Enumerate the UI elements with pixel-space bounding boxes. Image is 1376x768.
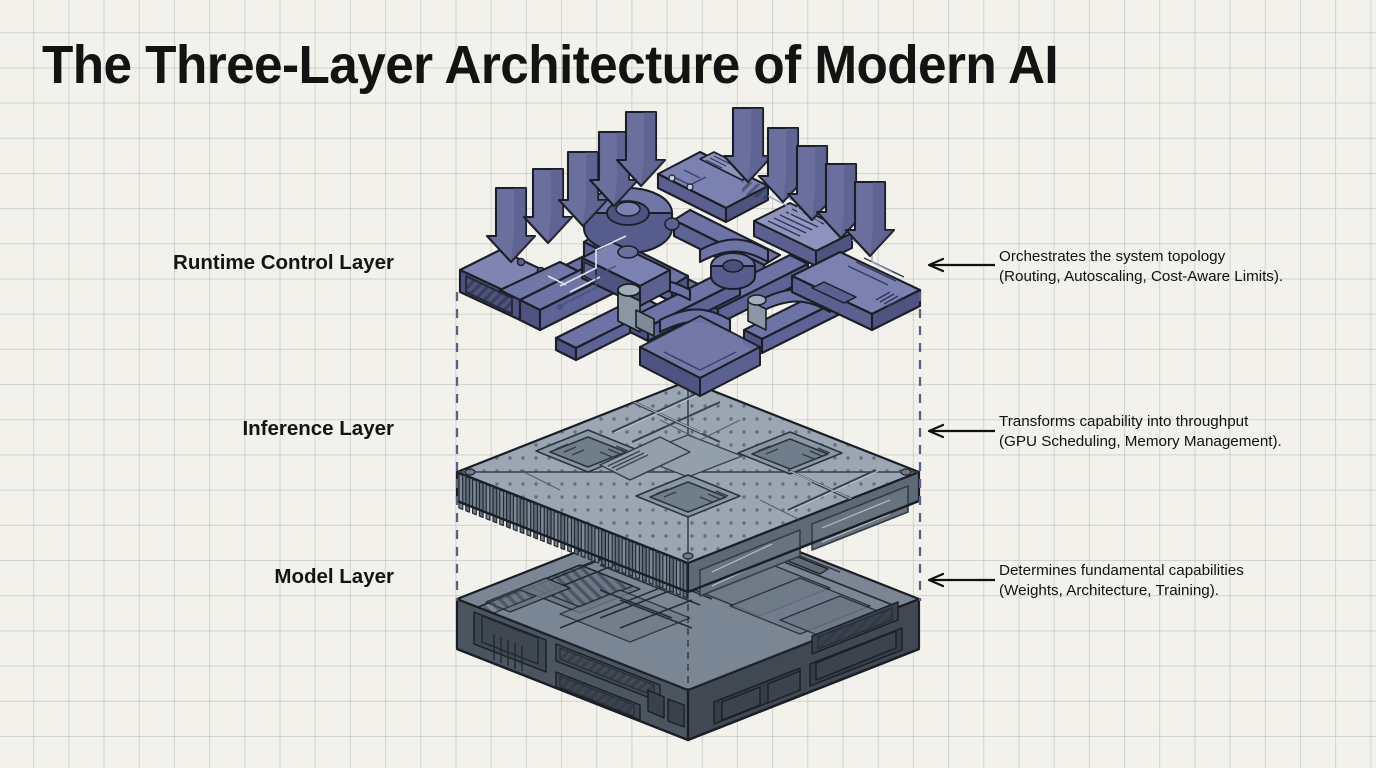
heatsink-fin [471,478,477,516]
heatsink-fin [539,505,545,543]
annotation-runtime-line2: (Routing, Autoscaling, Cost-Aware Limits… [999,268,1284,285]
heatsink-fin [635,542,640,580]
heatsink-fin [641,545,647,583]
heatsink-fin [485,484,491,521]
annotation-inference-line1: Transforms capability into throughput [999,412,1249,430]
heatsink-fin [458,473,464,511]
heatsink-fin [499,489,505,527]
heatsink-fin [628,540,634,577]
leader-arrows [927,257,995,588]
heatsink-fin [478,481,484,519]
heatsink-fin [560,513,566,551]
annotation-runtime-line1: Orchestrates the system topology [999,247,1226,265]
page-title: The Three-Layer Architecture of Modern A… [42,35,1059,95]
heatsink-fin [533,502,539,540]
annotation-runtime-control: Orchestrates the system topology (Routin… [999,247,1283,287]
heatsink-fin [607,532,613,569]
flow-arrow [722,106,774,184]
heatsink-fin [567,516,573,553]
heatsink-fin [553,510,559,548]
heatsink-fin [594,526,600,564]
flow-arrow-shade [641,112,665,186]
heatsink-fin [526,500,532,537]
flow-arrow [615,110,667,188]
annotation-inference: Transforms capability into throughput (G… [999,412,1282,452]
leader-arrow-runtime [927,257,995,273]
heatsink-fin [492,486,498,524]
annotation-inference-line2: (GPU Scheduling, Memory Management). [999,433,1282,450]
heatsink-fin [682,561,688,599]
layer-label-model: Model Layer [274,565,394,588]
heatsink-fin [614,534,620,572]
flow-arrow [485,186,537,264]
alignment-guides [455,292,922,601]
flow-arrow-shade [783,128,807,202]
heatsink-fin [573,518,579,556]
flow-arrow-shade [748,108,772,182]
heatsink-fin [655,551,661,588]
heatsink-fins [458,473,688,599]
runtime-control-layer-network [458,150,922,397]
layer-label-inference: Inference Layer [242,417,394,440]
layer-label-runtime-control: Runtime Control Layer [173,251,394,274]
flow-arrow-shade [548,169,572,243]
heatsink-fin [505,492,511,529]
downward-flow-arrows [485,106,896,264]
heatsink-fin [601,529,607,567]
heatsink-fin [662,553,668,591]
flow-arrow-shade [870,182,894,256]
heatsink-fin [580,521,586,559]
inference-layer-slab [455,379,921,599]
annotation-model: Determines fundamental capabilities (Wei… [999,561,1244,601]
flow-arrow-shade [841,164,865,238]
flow-arrow [786,144,838,222]
flow-arrow-shade [583,152,607,226]
flow-arrow [522,167,574,245]
leader-arrow-model [927,572,995,588]
heatsink-fin [587,524,593,561]
heatsink-fin [465,476,471,513]
flow-arrow [844,180,896,258]
heatsink-fin [512,494,518,532]
heatsink-fin [621,537,627,575]
heatsink-fin [669,556,674,594]
flow-arrow [815,162,867,240]
heatsink-fin [546,508,552,545]
flow-arrow-shade [511,188,535,262]
heatsink-fin [519,497,525,535]
flow-arrow [757,126,809,204]
leader-arrow-inference [927,423,995,439]
annotation-model-line2: (Weights, Architecture, Training). [999,582,1220,599]
heatsink-fin [648,548,654,586]
heatsink-fin [675,559,681,596]
flow-arrow-shade [812,146,836,220]
annotation-model-line1: Determines fundamental capabilities [999,561,1244,579]
